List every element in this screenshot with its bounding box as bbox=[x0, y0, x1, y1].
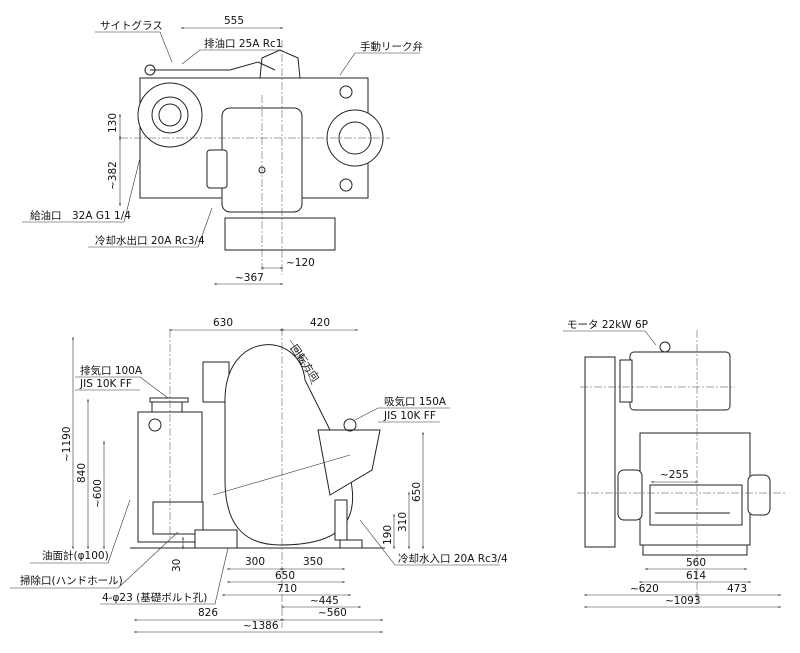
intake-std-label: JIS 10K FF bbox=[383, 410, 436, 422]
exhaust-std-label: JIS 10K FF bbox=[79, 378, 132, 390]
dim-710: 710 bbox=[277, 583, 297, 595]
cooling-water-inlet-label: 冷却水入口 20A Rc3/4 bbox=[398, 552, 508, 565]
dim-840: 840 bbox=[76, 463, 88, 483]
intake-port-label: 吸気口 150A bbox=[384, 395, 447, 408]
dim-560: 560 bbox=[686, 557, 706, 569]
dim-555: 555 bbox=[224, 15, 244, 27]
dim-445: ~445 bbox=[310, 595, 339, 607]
dim-420: 420 bbox=[310, 317, 330, 329]
side-view: モータ 22kW 6P ~255 560 614 ~620 473 ~1093 bbox=[563, 319, 785, 608]
dim-367: ~367 bbox=[235, 272, 264, 284]
front-view: 回転方向 排気口 100A JIS 10K FF 吸気口 150A JIS 10… bbox=[10, 317, 508, 633]
dim-382: ~382 bbox=[107, 161, 119, 190]
sight-glass-label: サイトグラス bbox=[100, 19, 163, 32]
dim-560: ~560 bbox=[318, 607, 347, 619]
cleaning-port-label: 掃除口(ハンドホール) bbox=[20, 574, 123, 587]
dim-826: 826 bbox=[198, 607, 218, 619]
dim-190: 190 bbox=[382, 525, 394, 545]
dim-1093: ~1093 bbox=[665, 595, 701, 607]
bolt-holes-label: 4-φ23 (基礎ボルト孔) bbox=[102, 591, 207, 604]
dim-120: ~120 bbox=[286, 257, 315, 269]
dim-1190: ~1190 bbox=[61, 426, 73, 462]
oil-gauge-label: 油面計(φ100) bbox=[42, 549, 109, 562]
dim-650: 650 bbox=[275, 570, 295, 582]
cooling-water-outlet-label: 冷却水出口 20A Rc3/4 bbox=[95, 234, 205, 247]
oil-inlet-label: 給油口 32A G1 1/4 bbox=[30, 209, 131, 222]
dim-300: 300 bbox=[245, 556, 265, 568]
dim-614: 614 bbox=[686, 570, 706, 582]
dim-650-vertical: 650 bbox=[411, 482, 423, 502]
dim-1386: ~1386 bbox=[243, 620, 279, 632]
oil-drain-label: 排油口 25A Rc1 bbox=[204, 37, 282, 50]
dim-350: 350 bbox=[303, 556, 323, 568]
dim-620: ~620 bbox=[630, 583, 659, 595]
top-view: サイトグラス 排油口 25A Rc1 手動リーク弁 給油口 32A G1 1/4… bbox=[22, 15, 423, 285]
pump-body-front bbox=[130, 328, 385, 628]
dim-473: 473 bbox=[727, 583, 747, 595]
dim-310: 310 bbox=[397, 512, 409, 532]
manual-leak-valve-label: 手動リーク弁 bbox=[360, 40, 423, 53]
dim-255: ~255 bbox=[660, 469, 689, 481]
motor-label: モータ 22kW 6P bbox=[567, 319, 648, 331]
pump-body-side bbox=[577, 330, 785, 605]
pump-body-plan bbox=[120, 40, 390, 275]
exhaust-port-label: 排気口 100A bbox=[80, 364, 143, 377]
dim-630: 630 bbox=[213, 317, 233, 329]
dim-30: 30 bbox=[171, 559, 183, 572]
dim-600: ~600 bbox=[92, 479, 104, 508]
dim-130: 130 bbox=[107, 113, 119, 133]
